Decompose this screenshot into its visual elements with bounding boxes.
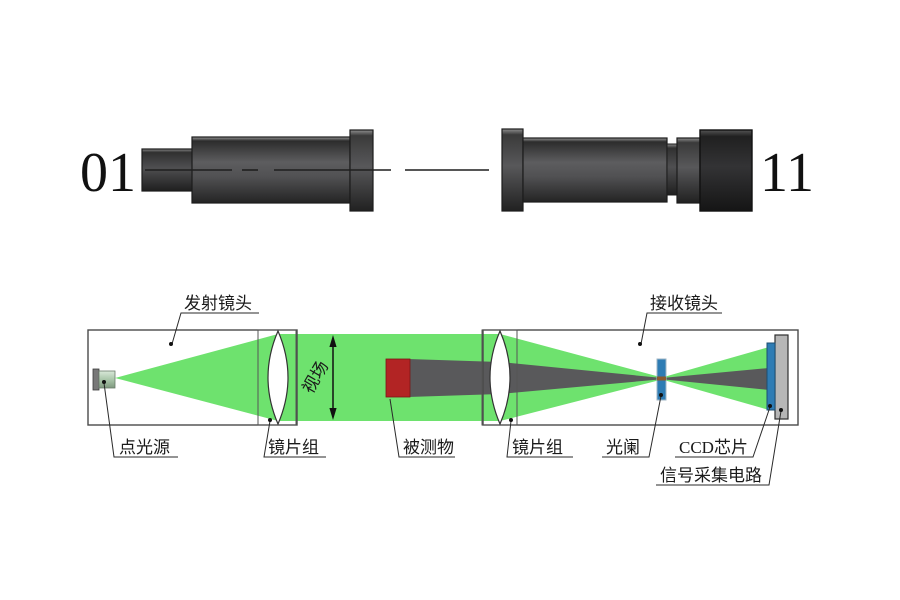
transmitter-housing-outline [87, 329, 298, 426]
object-shadow [408, 359, 769, 397]
ccd-chip-label: CCD芯片 [679, 438, 748, 457]
receiver-housing-outline [482, 329, 799, 426]
receiver-connector [666, 143, 678, 196]
receiver-lens-holder [481, 329, 518, 426]
transmitter-lens-label: 发射镜头 [184, 294, 252, 313]
receiver-lens [489, 329, 511, 426]
arrowhead-down [329, 408, 337, 420]
point-source-label: 点光源 [119, 438, 170, 457]
shadow-converging [500, 362, 662, 394]
measured-object [385, 358, 411, 398]
source-cone [115, 334, 278, 421]
receiver-mount [676, 137, 701, 204]
right-assembly-marker: 11 [760, 142, 814, 204]
receiver-flange [501, 128, 524, 212]
lens-group-right-label: 镜片组 [512, 438, 563, 457]
aperture-stop [656, 358, 667, 401]
shadow-diverging [662, 368, 769, 390]
transmitter-lens [267, 329, 289, 426]
aperture-label: 光阑 [606, 438, 640, 457]
annotations: 发射镜头 接收镜头 点光源 镜片组 被测物 镜片组 光阑 [102, 294, 783, 486]
transmitter-assembly-side-view [141, 129, 374, 212]
receiver-lens-label: 接收镜头 [650, 294, 718, 313]
aperture-slit [657, 376, 666, 381]
left-assembly-marker: 01 [80, 142, 136, 204]
arrowhead-up [329, 335, 337, 347]
point-light-source [92, 368, 116, 391]
source-body [98, 370, 116, 389]
receiver-assembly-side-view [501, 128, 753, 212]
source-cap [92, 368, 100, 391]
ccd-chip [766, 342, 776, 411]
measured-object-label: 被测物 [403, 438, 454, 457]
transmitter-lens-holder [257, 329, 297, 426]
optical-schematic: 视场 发射镜头 接收镜头 点光源 镜片组 被测物 [87, 294, 799, 486]
top-side-view: 01 11 [80, 128, 814, 212]
receiver-camera-body [699, 129, 753, 212]
signal-circuit-board [774, 334, 789, 420]
lens-group-left-label: 镜片组 [268, 438, 319, 457]
receiver-body [522, 137, 668, 203]
signal-circuit-label: 信号采集电路 [660, 466, 762, 485]
shadow-band [408, 359, 500, 397]
